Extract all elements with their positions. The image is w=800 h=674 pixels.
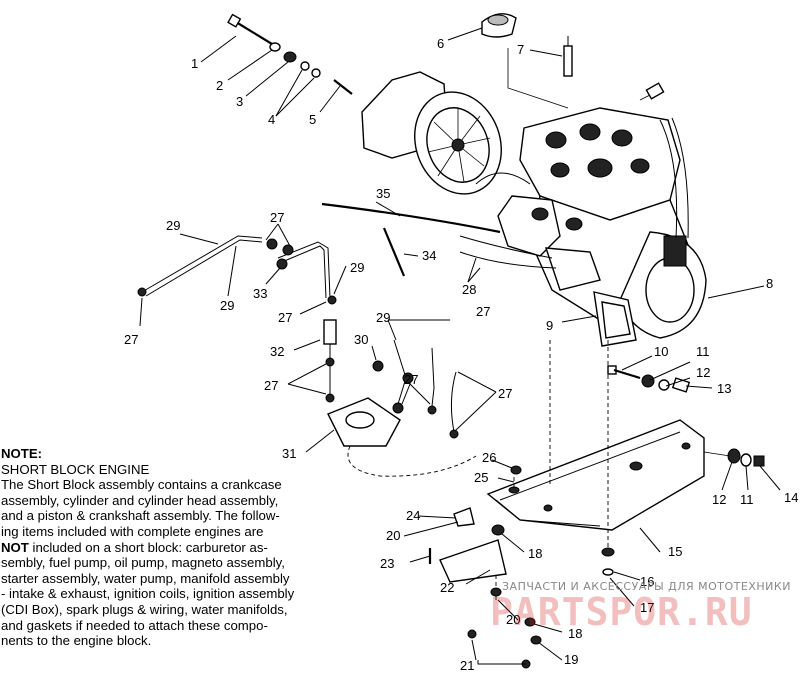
callout-27e: 27 [264, 378, 278, 393]
callout-18b: 18 [568, 626, 582, 641]
callout-31: 31 [282, 446, 296, 461]
callout-27c: 27 [124, 332, 138, 347]
cap-and-plug [481, 13, 665, 109]
callout-8: 8 [766, 276, 773, 291]
note-line: and gaskets if needed to attach these co… [1, 617, 268, 633]
callout-35: 35 [376, 186, 390, 201]
leader-lines [139, 27, 781, 661]
callout-18: 18 [528, 546, 542, 561]
callout-2: 2 [216, 78, 223, 93]
note-body: SHORT BLOCK ENGINE The Short Block assem… [1, 462, 346, 649]
callout-1: 1 [191, 56, 198, 71]
callout-23: 23 [380, 556, 394, 571]
callout-20b: 20 [506, 612, 520, 627]
callout-27b: 27 [270, 210, 284, 225]
short-block-note: NOTE: SHORT BLOCK ENGINE The Short Block… [1, 446, 346, 649]
note-line: - intake & exhaust, ignition coils, igni… [1, 586, 295, 602]
callout-17: 17 [640, 600, 654, 615]
lower-mount [428, 465, 615, 669]
callout-29a: 29 [166, 218, 180, 233]
callout-33: 33 [253, 286, 267, 301]
callout-9: 9 [546, 318, 553, 333]
note-line-rest: included on a short block: carburetor as… [28, 539, 268, 555]
note-subtitle: SHORT BLOCK ENGINE [1, 461, 150, 477]
callout-15: 15 [668, 544, 682, 559]
bolt-and-washers [227, 13, 353, 95]
callout-26: 26 [482, 450, 496, 465]
note-line: The Short Block assembly contains a cran… [1, 477, 282, 493]
callout-27f: 27 [404, 372, 418, 387]
note-line: ing items included with complete engines… [1, 523, 264, 539]
callout-21: 21 [460, 658, 474, 673]
callout-4: 4 [268, 112, 275, 127]
callout-12: 12 [696, 365, 710, 380]
wires [321, 172, 557, 277]
callout-7: 7 [517, 42, 524, 57]
callout-32: 32 [270, 344, 284, 359]
note-line: assembly, cylinder and cylinder head ass… [1, 492, 279, 508]
note-line: starter assembly, water pump, manifold a… [1, 570, 290, 586]
callout-14: 14 [784, 490, 798, 505]
callout-6: 6 [437, 36, 444, 51]
callout-30: 30 [354, 332, 368, 347]
note-line: and a piston & crankshaft assembly. The … [1, 508, 280, 524]
callout-19: 19 [564, 652, 578, 667]
callout-29d: 29 [376, 310, 390, 325]
recoil-starter [361, 71, 502, 195]
callout-29b: 29 [220, 298, 234, 313]
callout-numbers: 1 2 3 4 5 6 7 8 9 10 11 12 13 12 11 14 1… [124, 36, 798, 673]
watermark-tagline: ЗАПЧАСТИ И АКСЕССУАРЫ ДЛЯ МОТОТЕХНИКИ [502, 580, 791, 593]
callout-16: 16 [640, 574, 654, 589]
note-title: NOTE: [1, 446, 43, 461]
callout-13: 13 [717, 381, 731, 396]
callout-22: 22 [440, 580, 454, 595]
callout-3: 3 [236, 94, 243, 109]
engine-plate [486, 419, 731, 531]
callout-5: 5 [309, 112, 316, 127]
callout-34: 34 [422, 248, 436, 263]
callout-27g: 27 [498, 386, 512, 401]
note-line: NOT included on a short block: carbureto… [1, 540, 346, 556]
callout-24: 24 [406, 508, 420, 523]
callout-20: 20 [386, 528, 400, 543]
callout-27a: 27 [476, 304, 490, 319]
mount-hardware [607, 365, 765, 467]
engine-block [497, 107, 707, 347]
fuel-lines [137, 235, 477, 477]
callout-28: 28 [462, 282, 476, 297]
note-line: nents to the engine block. [1, 633, 152, 649]
note-not-word: NOT [1, 539, 29, 555]
watermark-logo: PARTSPOR.RU [490, 590, 753, 634]
callout-10: 10 [654, 344, 668, 359]
watermark: ЗАПЧАСТИ И АКСЕССУАРЫ ДЛЯ МОТОТЕХНИКИ PA… [462, 576, 800, 636]
callout-29c: 29 [350, 260, 364, 275]
callout-11b: 11 [740, 492, 754, 507]
callout-11: 11 [696, 344, 710, 359]
callout-27d: 27 [278, 310, 292, 325]
callout-25: 25 [474, 470, 488, 485]
note-line: sembly, fuel pump, oil pump, magneto ass… [1, 555, 285, 571]
note-line: (CDI Box), spark plugs & wiring, water m… [1, 601, 288, 617]
callout-12b: 12 [712, 492, 726, 507]
